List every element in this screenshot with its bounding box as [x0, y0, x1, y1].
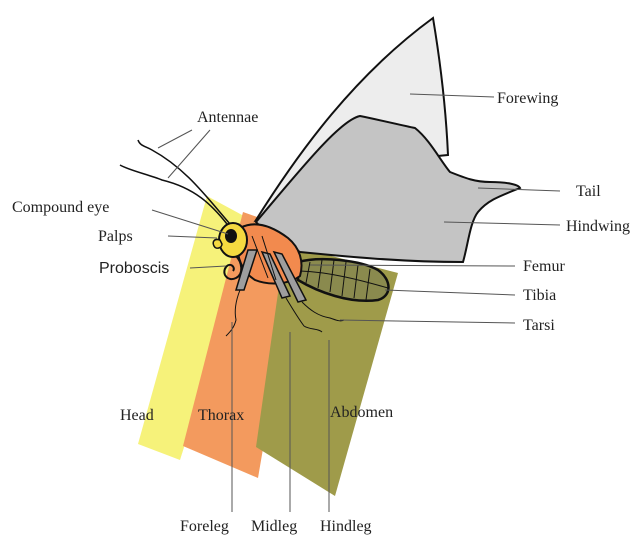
- label-thorax: Thorax: [198, 407, 244, 424]
- label-proboscis: Proboscis: [99, 260, 169, 277]
- label-compound-eye: Compound eye: [12, 199, 109, 216]
- label-abdomen: Abdomen: [330, 404, 393, 421]
- compound-eye: [225, 229, 237, 243]
- label-midleg: Midleg: [251, 518, 297, 535]
- hindwing: [256, 116, 520, 262]
- label-antennae: Antennae: [197, 109, 258, 126]
- label-femur: Femur: [523, 258, 565, 275]
- label-palps: Palps: [98, 228, 133, 245]
- label-head: Head: [120, 407, 154, 424]
- label-tarsi: Tarsi: [523, 317, 555, 334]
- label-hindleg: Hindleg: [320, 518, 372, 535]
- label-tibia: Tibia: [523, 287, 556, 304]
- label-foreleg: Foreleg: [180, 518, 229, 535]
- label-forewing: Forewing: [497, 90, 558, 107]
- palps: [213, 239, 222, 248]
- label-hindwing: Hindwing: [566, 218, 630, 235]
- label-tail: Tail: [576, 183, 601, 200]
